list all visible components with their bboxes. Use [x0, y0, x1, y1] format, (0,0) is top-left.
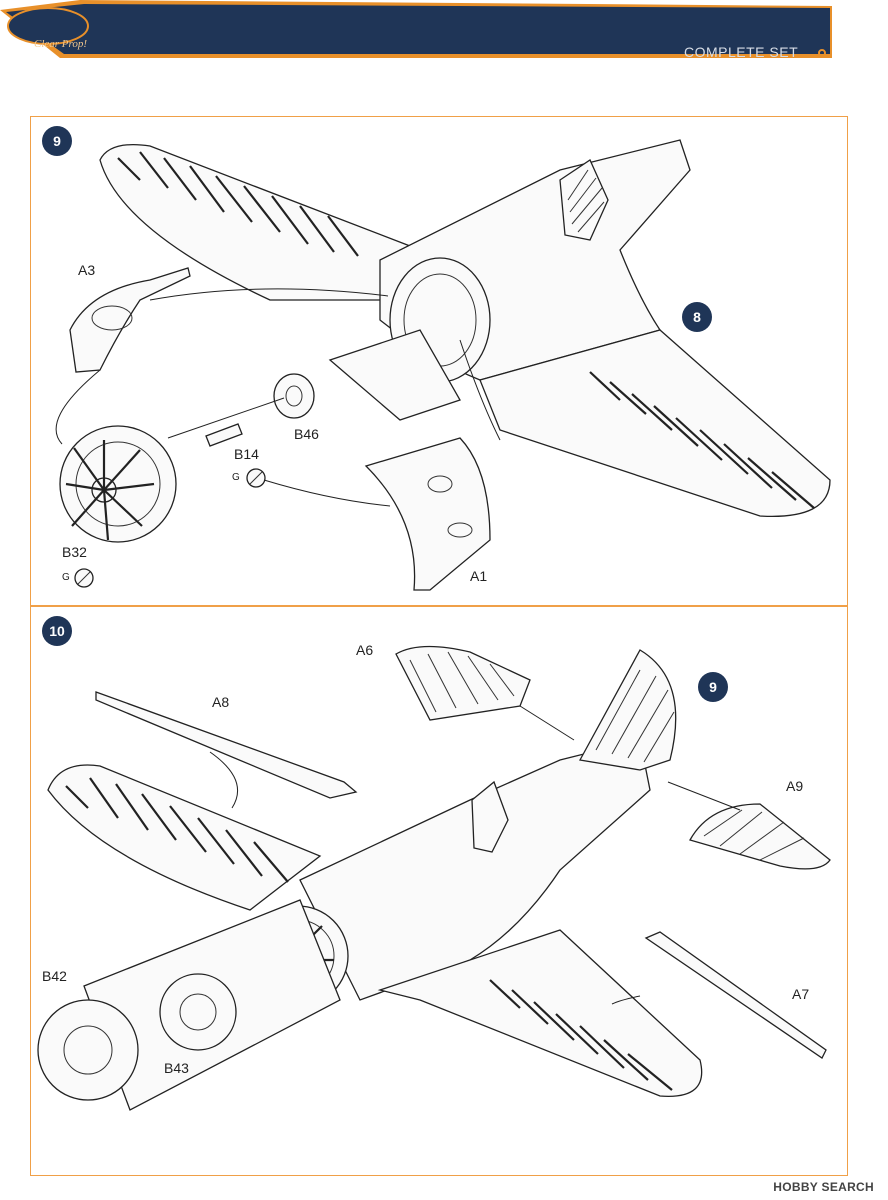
left-wing-ribs-2 [65, 777, 289, 883]
part-label-b46: B46 [294, 426, 319, 442]
header-title: COMPLETE SET [684, 44, 799, 60]
part-label-a8: A8 [212, 694, 230, 710]
part-label-b42: B42 [42, 968, 67, 984]
step-10-reference-badge: 9 [698, 672, 728, 702]
header-dot-icon [818, 49, 826, 57]
engine-cylinders [65, 440, 155, 541]
right-wing-ribs [589, 371, 815, 509]
step-9-reference-badge: 8 [682, 302, 712, 332]
part-label-a3: A3 [78, 262, 96, 278]
part-label-b32: B32 [62, 544, 87, 560]
brand-logo: Clear Prop! [34, 38, 88, 50]
fin-hatching [595, 669, 675, 763]
part-label-a7: A7 [792, 986, 810, 1002]
part-label-b43: B43 [164, 1060, 189, 1076]
header-band [0, 0, 832, 58]
step-9-badge: 9 [42, 126, 72, 156]
part-label-a9: A9 [786, 778, 804, 794]
step-10-badge: 10 [42, 616, 72, 646]
sprue-mark-b32: G [62, 572, 70, 583]
right-wing-ribs-2 [489, 979, 673, 1091]
a9-ribs [703, 809, 805, 861]
part-label-b14: B14 [234, 446, 259, 462]
sprue-mark-b14: G [232, 472, 240, 483]
left-wing-ribs [117, 151, 359, 257]
a6-ribs [409, 651, 515, 713]
part-label-a6: A6 [356, 642, 374, 658]
footer-brand: HOBBY SEARCH [773, 1180, 874, 1194]
step-9-panel [30, 116, 848, 606]
part-label-a1: A1 [470, 568, 488, 584]
headrest-hatching [567, 169, 605, 233]
step-10-panel [30, 606, 848, 1176]
